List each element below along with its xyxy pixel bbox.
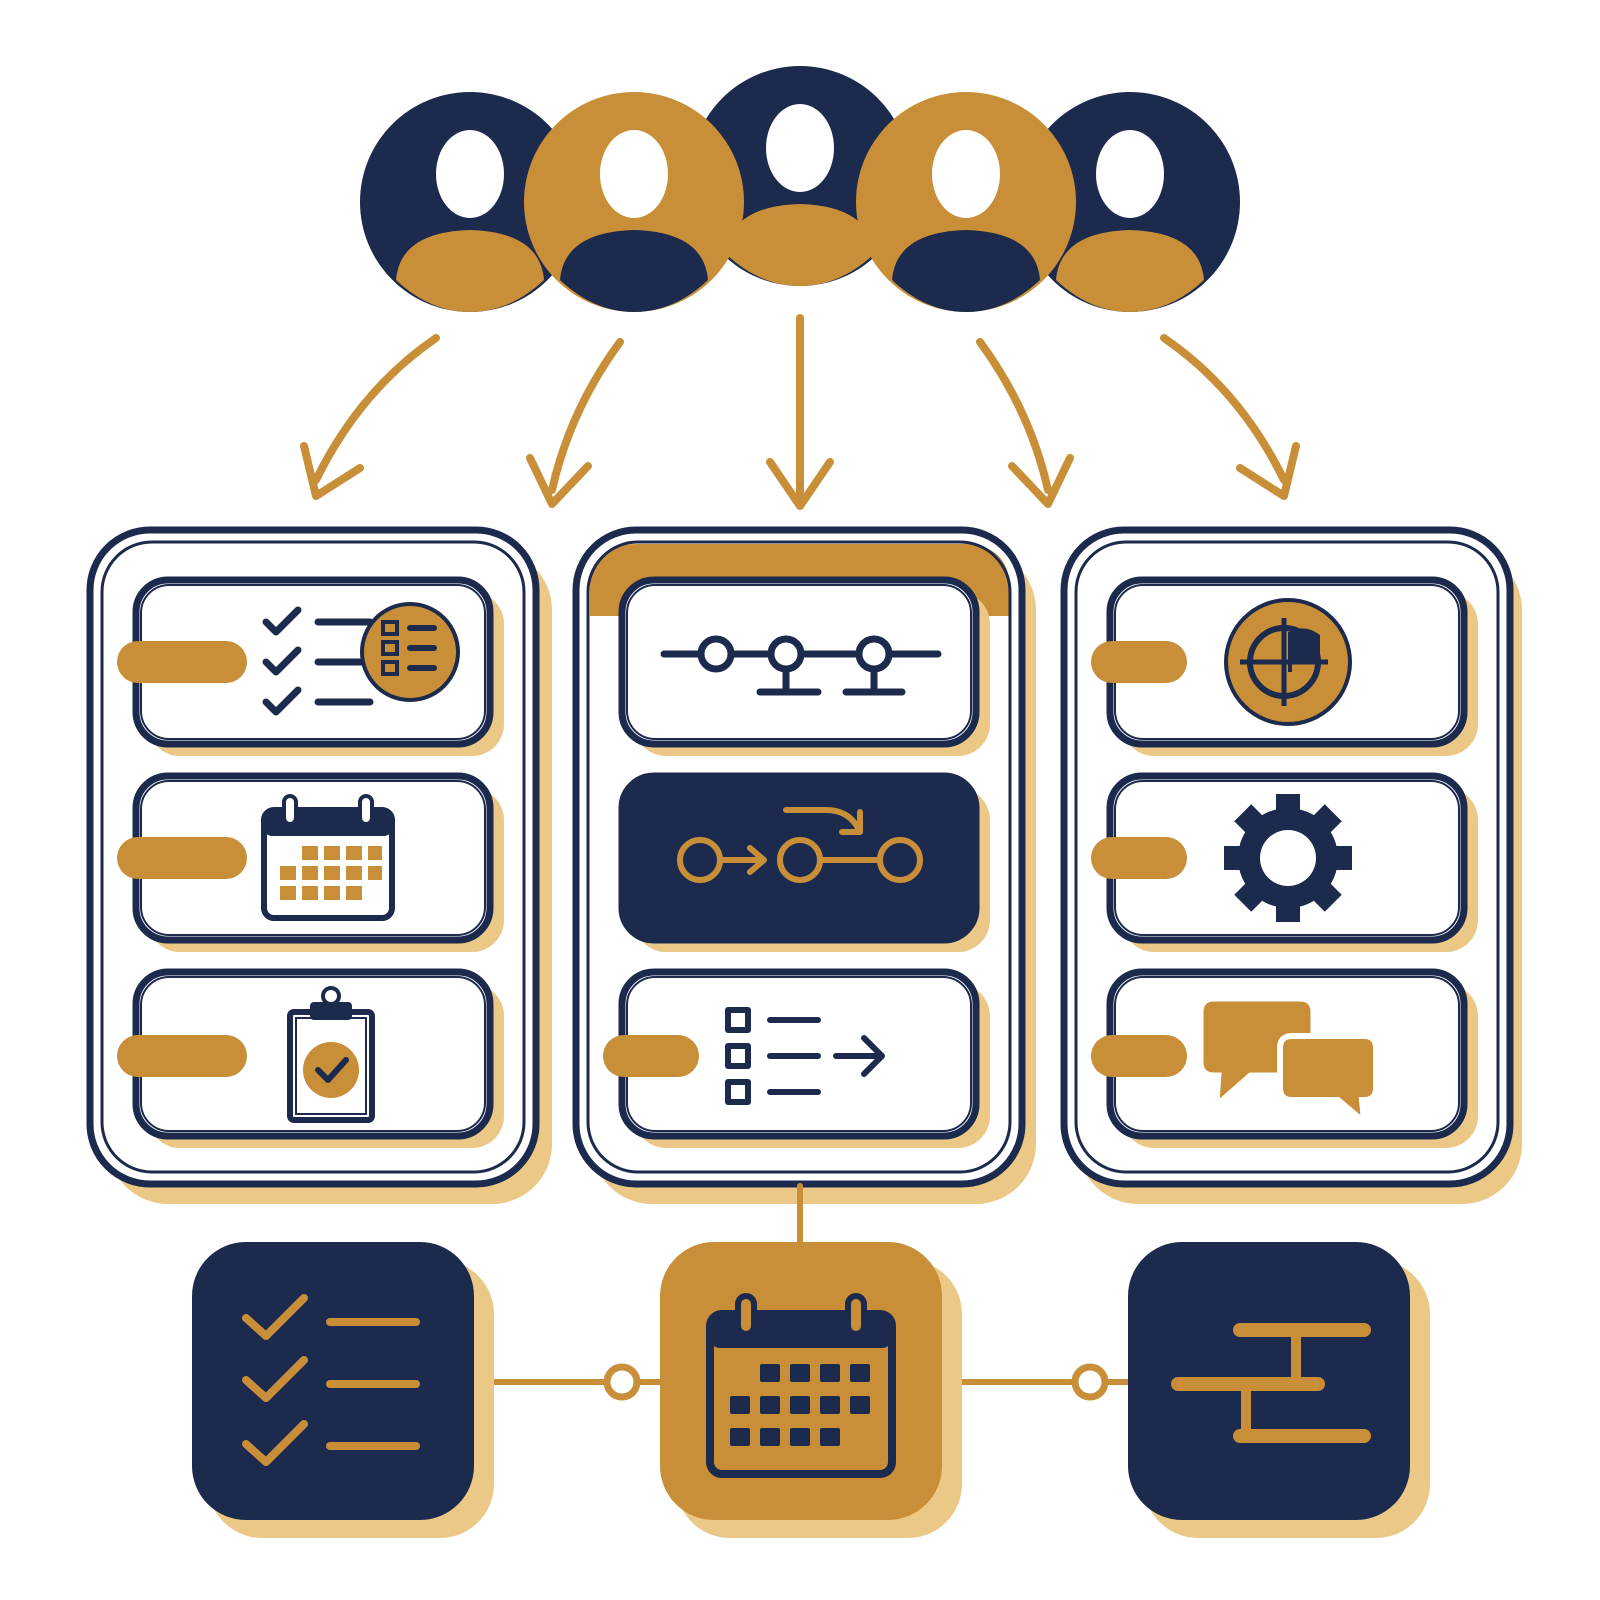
board-3-card-2[interactable] — [1091, 772, 1478, 952]
workflow-icon — [677, 807, 923, 883]
list-badge-icon — [360, 602, 460, 702]
board-2-card-1[interactable] — [618, 576, 990, 756]
arrow-4 — [976, 338, 1074, 508]
board-1-card-1[interactable] — [117, 576, 504, 756]
timeline-icon — [660, 635, 942, 696]
avatar-5 — [1020, 92, 1240, 312]
board-3-card-3[interactable] — [1091, 968, 1478, 1148]
avatar-1 — [360, 92, 580, 312]
checklist-icon — [262, 606, 374, 716]
board-1-card-3[interactable] — [117, 968, 504, 1148]
board-1-card-2[interactable] — [117, 772, 504, 952]
tile-checklist[interactable] — [192, 1242, 494, 1538]
hierarchy-icon — [1171, 1323, 1371, 1443]
board-2 — [572, 526, 1036, 1204]
avatar-4 — [856, 92, 1076, 312]
calendar-icon — [706, 1293, 896, 1478]
gear-icon — [1224, 794, 1352, 922]
calendar-icon — [261, 794, 395, 921]
board-2-card-2[interactable] — [618, 772, 990, 952]
avatar-3 — [690, 66, 910, 286]
clipboard-check-icon — [287, 986, 375, 1123]
board-3 — [1060, 526, 1522, 1204]
tile-hierarchy[interactable] — [1128, 1242, 1430, 1538]
assignment-arrows — [300, 314, 1300, 510]
board-2-card-3[interactable] — [603, 968, 990, 1148]
team-avatars — [360, 66, 1240, 312]
board-3-card-1[interactable] — [1091, 576, 1478, 756]
avatar-2 — [524, 92, 744, 312]
task-list-arrow-icon — [725, 1007, 885, 1105]
board-1 — [86, 526, 552, 1204]
arrow-5 — [1160, 334, 1300, 500]
target-flag-icon — [1224, 598, 1352, 726]
arrow-1 — [300, 334, 440, 500]
chat-bubbles-icon — [1200, 998, 1379, 1130]
arrow-3 — [766, 314, 834, 510]
connectors — [471, 1183, 1131, 1401]
checklist-icon — [242, 1294, 420, 1466]
tile-calendar[interactable] — [660, 1242, 962, 1538]
arrow-2 — [526, 338, 624, 508]
